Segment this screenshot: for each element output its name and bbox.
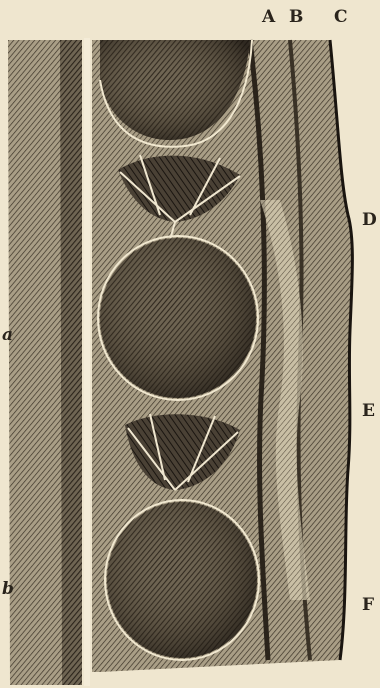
outer-wall-left-dark-band	[60, 40, 82, 685]
label-D: D	[362, 212, 377, 229]
label-C: C	[334, 9, 348, 26]
label-E: E	[362, 403, 375, 420]
label-a: a	[2, 327, 13, 344]
bulb-bottom-shade	[107, 502, 257, 658]
label-F: F	[362, 597, 374, 614]
label-b: b	[2, 581, 14, 598]
label-B: B	[289, 9, 303, 26]
label-A: A	[262, 9, 275, 26]
central-gap-line	[84, 38, 90, 686]
bulb-middle-shade	[100, 238, 256, 398]
